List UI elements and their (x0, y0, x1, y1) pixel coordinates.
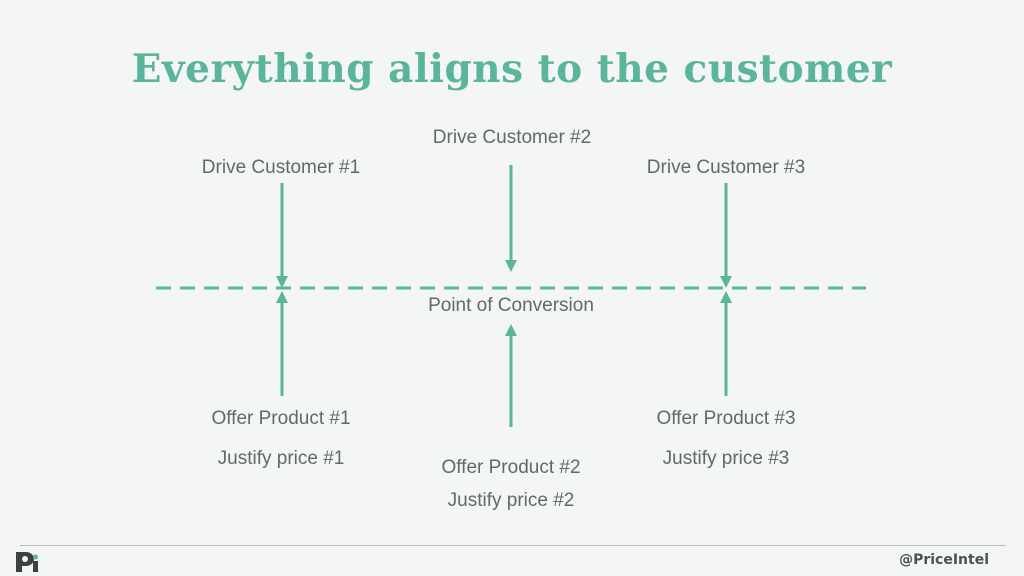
justify-price-label-1: Justify price #1 (217, 448, 345, 469)
offer-product-label-3: Offer Product #3 (656, 408, 796, 429)
footer-divider (20, 545, 1006, 546)
drive-label-1: Drive Customer #1 (201, 157, 361, 178)
justify-price-label-3: Justify price #3 (662, 448, 790, 469)
offer-product-label-2: Offer Product #2 (441, 457, 581, 478)
slide-title: Everything aligns to the customer (131, 46, 893, 92)
priceintel-logo-icon (16, 552, 38, 572)
conversion-label: Point of Conversion (428, 295, 594, 316)
twitter-handle: @PriceIntel (899, 552, 989, 568)
offer-product-label-1: Offer Product #1 (211, 408, 351, 429)
drive-label-3: Drive Customer #3 (646, 157, 806, 178)
justify-price-label-2: Justify price #2 (447, 490, 575, 511)
drive-label-2: Drive Customer #2 (432, 127, 592, 148)
